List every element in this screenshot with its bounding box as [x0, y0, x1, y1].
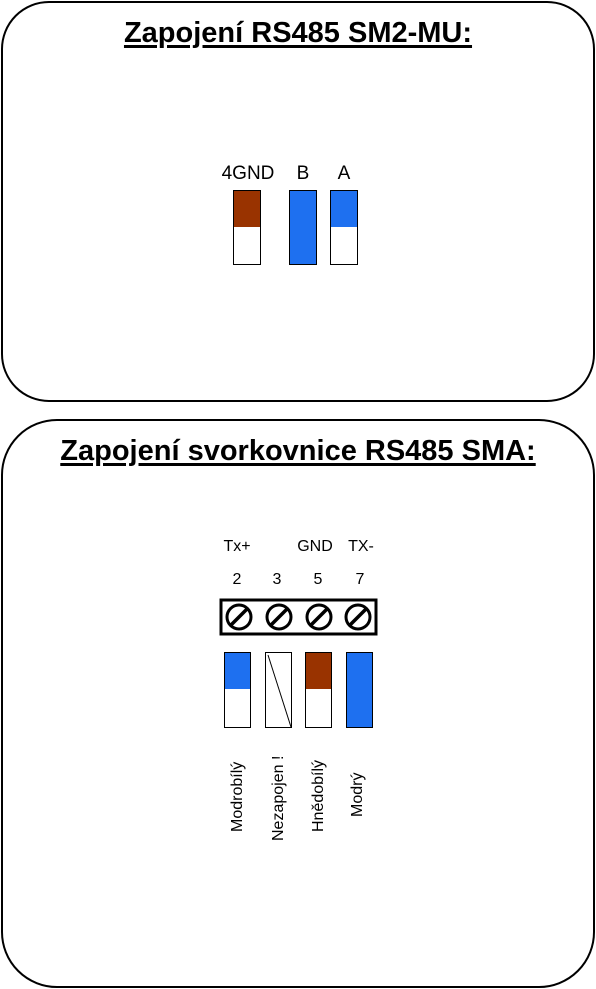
terminal-number: 7 [355, 571, 365, 588]
wire-label-nezapojen: Nezapojen ! [270, 755, 287, 841]
screw-icon [225, 603, 253, 631]
wire-brown-white [233, 190, 261, 265]
wire-label-modry: Modrý [349, 772, 366, 817]
signal-label-gnd: GND [297, 538, 333, 555]
terminal-number: 5 [313, 571, 323, 588]
wire-blue-white [224, 652, 251, 728]
terminal-number: 3 [272, 571, 282, 588]
signal-label-tx-minus: TX- [348, 538, 374, 555]
pin-label-a: A [337, 163, 351, 184]
wire-stripe-brown [306, 653, 331, 689]
panel-title: Zapojení svorkovnice RS485 SMA: [60, 435, 536, 467]
wire-stripe-brown [234, 191, 260, 227]
diagonal-line-icon [267, 654, 291, 727]
terminal-block [219, 598, 378, 636]
screw-icon [265, 603, 293, 631]
pin-label-b: B [296, 163, 310, 184]
pin-label-4gnd: 4GND [221, 163, 275, 184]
panel-title: Zapojení RS485 SM2-MU: [123, 17, 473, 49]
wire-stripe-blue [331, 191, 357, 227]
wire-blue [346, 652, 373, 728]
wire-not-connected [265, 652, 292, 728]
signal-label-tx-plus: Tx+ [223, 538, 251, 555]
sma-terminal-panel: Zapojení svorkovnice RS485 SMA: Tx+ GND … [1, 419, 595, 988]
sm2-mu-panel: Zapojení RS485 SM2-MU: 4GND B A [1, 1, 595, 402]
screw-icon [305, 603, 333, 631]
wire-stripe-blue [225, 653, 250, 689]
screw-icon [344, 603, 372, 631]
wire-brown-white [305, 652, 332, 728]
terminal-number: 2 [232, 571, 242, 588]
wire-blue [289, 190, 317, 265]
wire-label-modrobily: Modrobílý [229, 761, 246, 832]
wire-label-hnedobily: Hnědobílý [310, 759, 327, 832]
wire-blue-white [330, 190, 358, 265]
